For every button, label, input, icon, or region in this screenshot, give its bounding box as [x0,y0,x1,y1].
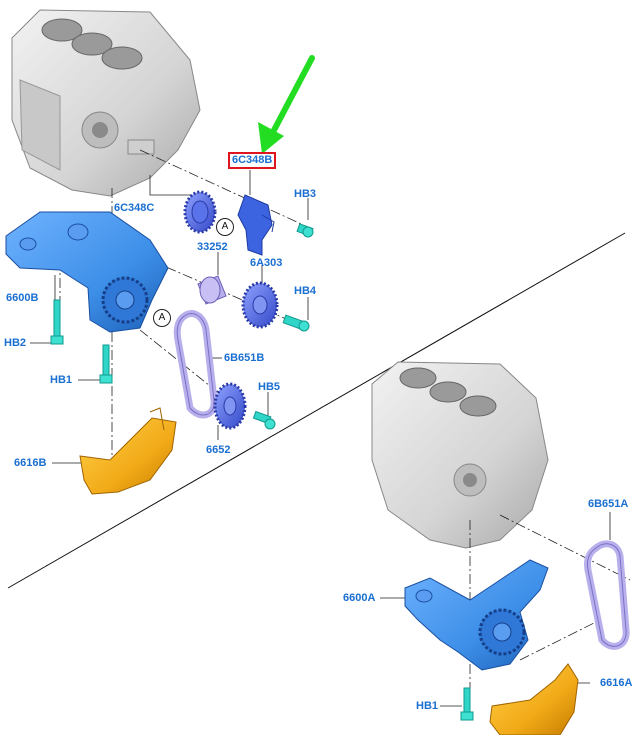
label-6c348c[interactable]: 6C348C [114,202,155,214]
bolt-hb4 [282,314,310,332]
label-6c348b-highlighted[interactable]: 6C348B [228,152,277,169]
label-6a303[interactable]: 6A303 [250,257,283,269]
part-6616a-shield [489,663,579,735]
part-6b651a-belt [584,540,630,650]
label-6b651b[interactable]: 6B651B [224,352,265,364]
label-6600b[interactable]: 6600B [6,292,39,304]
leader-lines-top [30,170,309,464]
label-hb2[interactable]: HB2 [4,337,27,349]
part-6c348c-gear [183,190,217,234]
part-6652-sprocket [213,382,247,430]
label-33252[interactable]: 33252 [197,241,228,253]
label-hb1-bottom[interactable]: HB1 [416,700,439,712]
label-hb4[interactable]: HB4 [294,285,317,297]
bolt-hb1-bottom [460,687,474,721]
callout-a-upper: A [216,218,234,236]
part-6b651b-belt [173,310,218,419]
bolt-hb3 [296,223,314,238]
label-6b651a[interactable]: 6B651A [588,498,629,510]
label-hb1-top[interactable]: HB1 [50,374,73,386]
label-6652[interactable]: 6652 [206,444,231,456]
engine-block-bottom [371,361,549,549]
callout-a-lower: A [153,309,171,327]
green-pointer-arrow [258,55,315,154]
bolt-hb1-top [99,344,113,384]
label-6616b[interactable]: 6616B [14,457,47,469]
label-6600a[interactable]: 6600A [343,592,376,604]
part-6616b-shield [79,407,177,495]
label-hb3[interactable]: HB3 [294,188,317,200]
separator-line [7,232,626,589]
label-6616a[interactable]: 6616A [600,677,633,689]
part-6600a-oil-pump [404,559,549,671]
part-6600b-oil-pump [5,211,169,333]
part-6a303-gear [241,281,279,329]
engine-block-top [11,9,201,197]
part-33252-spacer [197,275,227,305]
bolt-hb2 [50,299,64,345]
label-hb5[interactable]: HB5 [258,381,281,393]
bolt-hb5 [252,410,276,430]
part-6c348b-bracket [237,194,275,256]
